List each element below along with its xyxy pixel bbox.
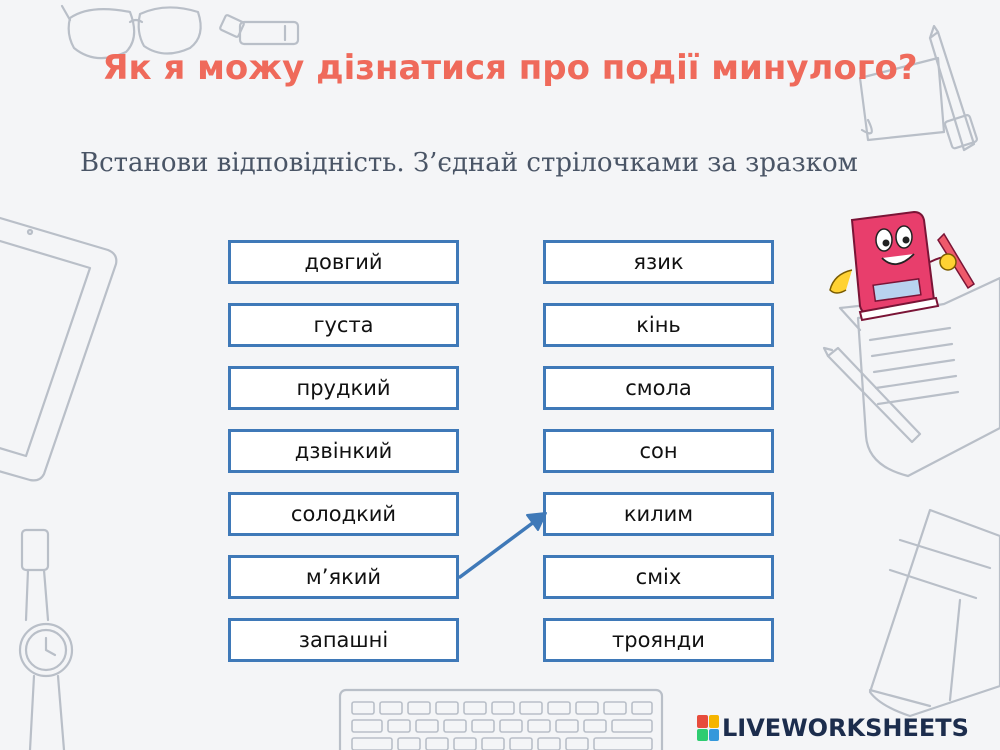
notepad-icon — [858, 56, 946, 142]
liveworksheets-logo: LIVEWORKSHEETS — [697, 712, 969, 744]
page-title: Як я можу дізнатися про події минулого? — [102, 48, 918, 88]
match-item-right[interactable]: язик — [543, 240, 774, 284]
badge-tile — [708, 715, 719, 728]
right-column: язик кінь смола сон килим сміх троянди — [543, 240, 774, 681]
match-item-right[interactable]: сміх — [543, 555, 774, 599]
keyboard-icon — [338, 688, 664, 750]
pencil-icon — [928, 24, 978, 152]
glasses-icon — [60, 4, 202, 60]
match-item-right[interactable]: смола — [543, 366, 774, 410]
match-item-right[interactable]: троянди — [543, 618, 774, 662]
liveworksheets-badge-icon — [697, 715, 719, 741]
wristwatch-icon — [18, 528, 74, 750]
match-item-left[interactable]: густа — [228, 303, 459, 347]
match-item-left[interactable]: м’який — [228, 555, 459, 599]
match-item-left[interactable]: солодкий — [228, 492, 459, 536]
match-item-left[interactable]: прудкий — [228, 366, 459, 410]
badge-tile — [697, 715, 708, 728]
match-item-left[interactable]: дзвінкий — [228, 429, 459, 473]
match-item-right[interactable]: килим — [543, 492, 774, 536]
match-item-left[interactable]: запашні — [228, 618, 459, 662]
match-item-left[interactable]: довгий — [228, 240, 459, 284]
badge-tile — [708, 728, 719, 741]
brand-text: LIVEWORKSHEETS — [722, 714, 969, 742]
book-mascot-icon — [829, 210, 976, 322]
usb-stick-icon — [219, 14, 300, 46]
badge-tile — [697, 728, 708, 741]
task-instruction: Встанови відповідність. З’єднай стрілочк… — [80, 148, 858, 178]
tablet-icon — [0, 216, 118, 482]
left-column: довгий густа прудкий дзвінкий солодкий м… — [228, 240, 459, 681]
closed-notebook-icon — [868, 508, 1000, 718]
match-item-right[interactable]: сон — [543, 429, 774, 473]
match-item-right[interactable]: кінь — [543, 303, 774, 347]
pen-icon — [822, 346, 922, 444]
